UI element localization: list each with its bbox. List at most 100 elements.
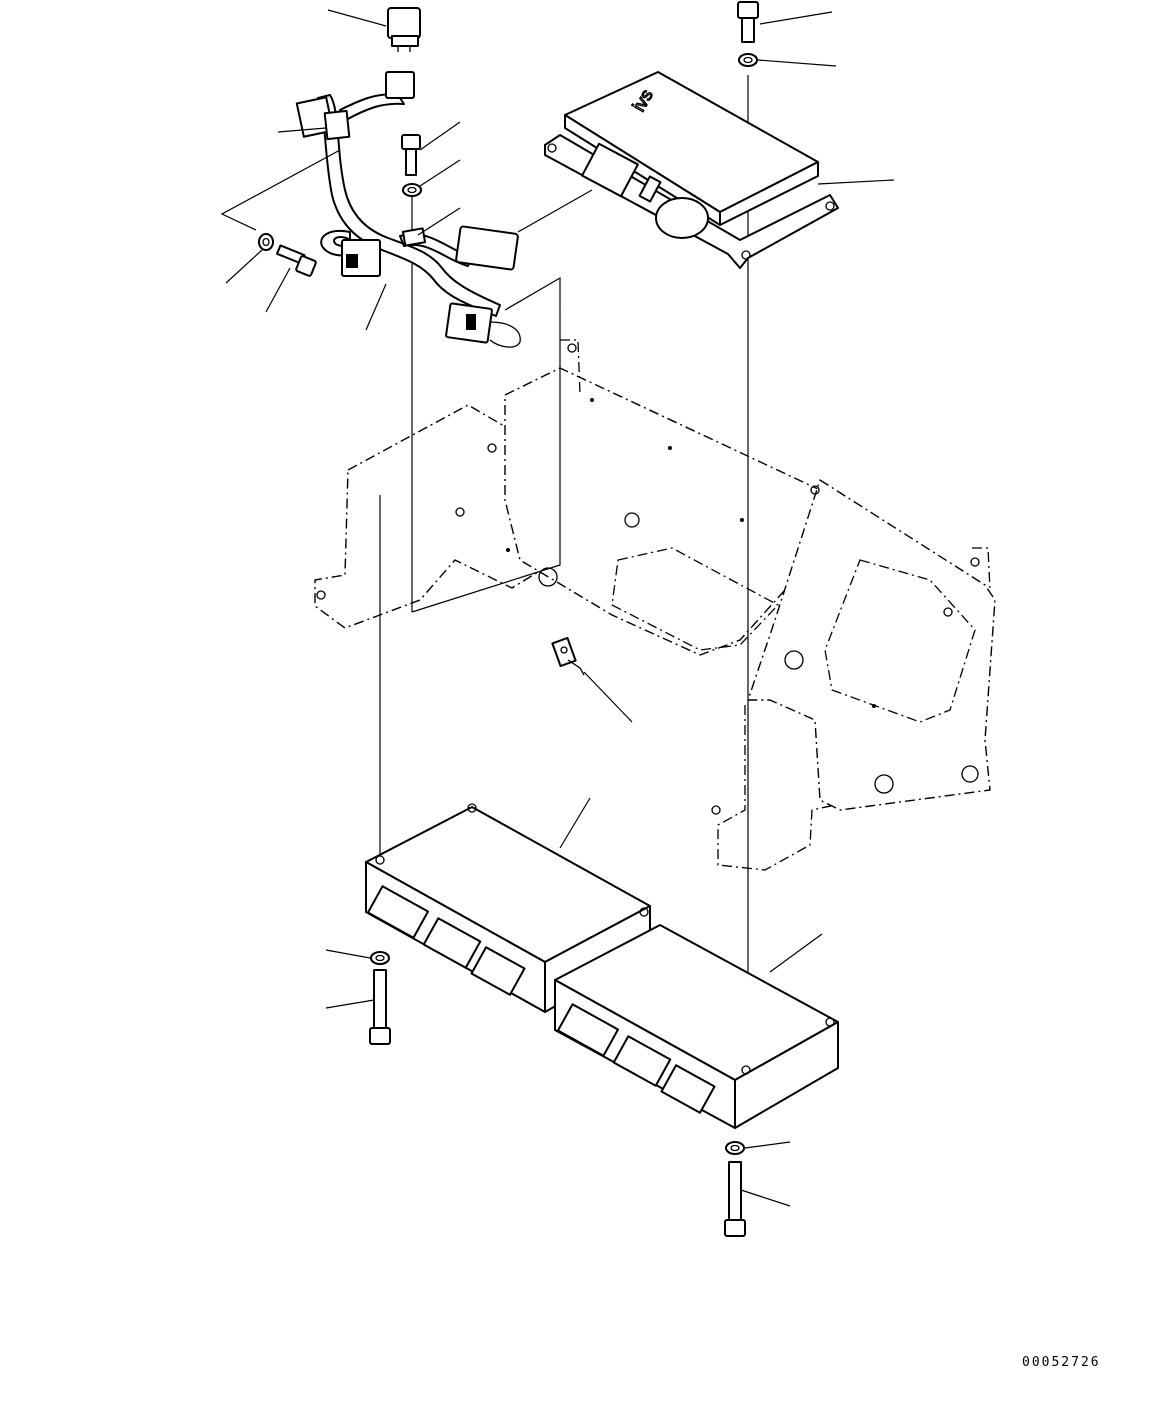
bolt-left-head	[295, 255, 317, 277]
bolt-lower-right-head	[724, 1219, 746, 1237]
align-line-harness	[411, 276, 561, 613]
leader-wire-group	[220, 149, 341, 231]
bolt-lower-left-shank	[373, 969, 387, 1029]
frame-boss-3	[784, 650, 804, 670]
ecu-left-mount-hole	[375, 855, 385, 865]
ground-strap-terminal	[551, 636, 577, 668]
harness-fasteners	[258, 134, 422, 277]
washer-lower-left	[370, 951, 390, 965]
leader-harness-clamp	[417, 207, 461, 236]
frame-top-cutout	[611, 547, 780, 651]
ecu-right-mount-hole	[825, 1017, 835, 1027]
leader-washer-left	[225, 249, 263, 284]
frame-hole-3	[810, 485, 820, 495]
frame-right-panel	[747, 479, 996, 811]
harness-branch-upper	[339, 93, 405, 121]
controller-upper-fitting	[638, 175, 662, 203]
ecu-fasteners	[369, 951, 746, 1237]
frame-tab-upper	[560, 339, 581, 396]
ecu-left-port-2	[422, 917, 482, 969]
leader-upper-bolt	[759, 11, 833, 25]
controller-upper-side	[719, 161, 819, 226]
washer-lower-right	[725, 1141, 745, 1155]
ecu-left-port-1	[366, 885, 430, 939]
controller-upper-mount-hole	[741, 250, 751, 260]
leader-ecu-right	[769, 933, 823, 973]
washer-upper-hole	[743, 56, 753, 64]
harness-connector-controller	[455, 225, 519, 271]
leader-washer-lower-right	[744, 1141, 791, 1149]
frame-top-plate	[504, 367, 821, 656]
ecu-right-port-3	[660, 1064, 716, 1114]
washer-left-hole	[262, 237, 270, 247]
ground-strap	[551, 636, 585, 676]
leader-harness-washer	[419, 159, 461, 187]
leader-ecu-left	[559, 797, 591, 849]
leader-relay	[327, 9, 387, 27]
leader-ground-strap	[583, 671, 633, 723]
washer-left	[258, 233, 274, 251]
bolt-harness-head	[401, 134, 421, 150]
frame-hole-2	[567, 343, 577, 353]
washer-harness	[402, 183, 422, 197]
wiring-harness	[295, 71, 521, 348]
frame-hole-7	[487, 443, 497, 453]
bolt-upper-shank	[741, 17, 755, 43]
washer-upper	[738, 53, 758, 67]
mounting-frame	[314, 339, 996, 871]
controller-upper-mount-hole	[547, 143, 557, 153]
relay-body	[387, 7, 421, 39]
ecu-right-port-1	[556, 1003, 620, 1057]
leader-bolt-left	[265, 267, 291, 313]
leader-washer-lower-left	[325, 949, 371, 959]
frame-boss-2	[624, 512, 640, 528]
controller-upper-cap	[655, 197, 709, 239]
controller-upper-fasteners	[737, 1, 759, 67]
bolt-upper-head	[737, 1, 759, 19]
bolt-lower-right-shank	[728, 1161, 742, 1221]
frame-boss-4	[874, 774, 894, 794]
frame-hole-8	[943, 607, 953, 617]
frame-right-window	[824, 559, 976, 723]
harness-clip	[323, 109, 351, 141]
frame-hole-5	[711, 805, 721, 815]
leader-harness	[277, 127, 327, 133]
frame-dot-5	[872, 704, 876, 708]
washer-harness-hole	[407, 186, 417, 194]
controller-upper-connector	[581, 142, 639, 198]
leader-harness-loop	[365, 283, 387, 331]
harness-connector-mid-latch	[346, 254, 358, 268]
ecu-right-mount-hole	[741, 1065, 751, 1075]
frame-dot-2	[668, 446, 672, 450]
ecu-right-port-2	[612, 1035, 672, 1087]
controller-upper: ivs	[544, 71, 839, 269]
bolt-harness-shank	[405, 148, 417, 176]
leader-bolt-lower-left	[325, 999, 375, 1009]
leader-harness-bolt	[419, 121, 461, 151]
harness-connector-relay-socket	[385, 71, 415, 99]
ecu-left-mount-hole	[639, 907, 649, 917]
ecu-right-side	[734, 1021, 839, 1129]
frame-hole-6	[455, 507, 465, 517]
relay	[387, 7, 421, 52]
leader-controller-connector	[517, 189, 593, 233]
leader-upper-washer	[757, 59, 837, 67]
frame-boss-1	[538, 567, 558, 587]
callout-leaders	[220, 9, 895, 1207]
document-number: 00052726	[1022, 1355, 1101, 1370]
harness-connector-lower-latch	[466, 314, 476, 330]
ecu-left-mount-hole	[467, 803, 477, 813]
leader-bolt-lower-right	[740, 1189, 791, 1207]
harness-lower-loop	[489, 321, 521, 348]
ecu-left	[365, 803, 651, 1013]
frame-leg	[717, 705, 836, 871]
ecu-right	[554, 924, 839, 1129]
washer-lower-right-hole	[730, 1144, 740, 1152]
frame-tab-right	[972, 547, 991, 591]
relay-base	[391, 35, 419, 47]
harness-clamp	[401, 227, 427, 247]
ground-strap-hole	[560, 646, 568, 654]
frame-dot-3	[740, 518, 744, 522]
ground-strap-lead	[567, 659, 585, 676]
